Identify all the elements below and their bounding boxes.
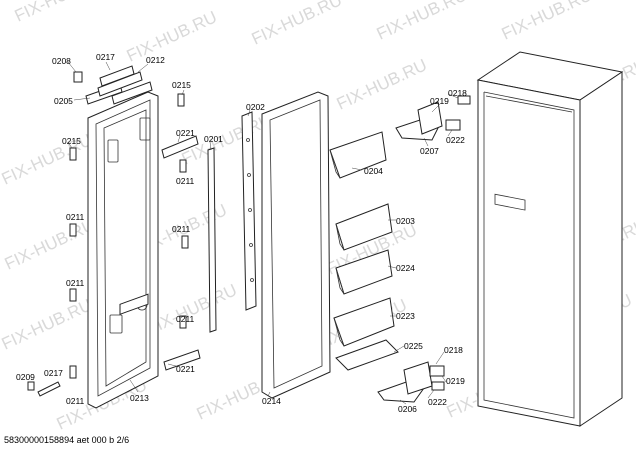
part-label-0221: 0221	[176, 128, 195, 138]
watermark: FIX-HUB.RU	[12, 0, 108, 26]
part-label-0205: 0205	[54, 96, 73, 106]
part-label-0215: 0215	[172, 80, 191, 90]
door-profile	[241, 111, 257, 311]
part-label-0222: 0222	[446, 135, 465, 145]
part-label-0212: 0212	[146, 55, 165, 65]
part-label-0214: 0214	[262, 396, 281, 406]
part-label-0211: 0211	[66, 278, 85, 288]
part-label-0224: 0224	[396, 263, 415, 273]
part-label-0219: 0219	[446, 376, 465, 386]
part-label-0211: 0211	[66, 396, 85, 406]
part-label-0206: 0206	[398, 404, 417, 414]
hinge-bottom	[377, 361, 445, 403]
part-label-0225: 0225	[404, 341, 423, 351]
watermark: FIX-HUB.RU	[499, 0, 595, 44]
part-label-0211: 0211	[176, 176, 195, 186]
drawing-reference-footer: 58300000158894 aet 000 b 2/6	[4, 435, 130, 445]
part-label-0211: 0211	[176, 314, 195, 324]
part-labels: 0208 0217 0212 0205 0215 0215 0221 0211 …	[16, 52, 467, 414]
leader-lines	[67, 61, 459, 405]
part-label-0202: 0202	[246, 102, 265, 112]
part-label-0218: 0218	[444, 345, 463, 355]
part-label-0222: 0222	[428, 397, 447, 407]
small-clips	[27, 93, 189, 397]
part-label-0217: 0217	[44, 368, 63, 378]
watermark: FIX-HUB.RU	[334, 55, 430, 113]
door-shelves	[329, 131, 399, 371]
watermark: FIX-HUB.RU	[249, 0, 345, 49]
part-label-0219: 0219	[430, 96, 449, 106]
part-label-0211: 0211	[66, 212, 85, 222]
part-label-0217: 0217	[96, 52, 115, 62]
watermark: FIX-HUB.RU	[124, 7, 220, 65]
part-label-0201: 0201	[204, 134, 223, 144]
part-label-0213: 0213	[130, 393, 149, 403]
part-label-0218: 0218	[448, 88, 467, 98]
part-label-0204: 0204	[364, 166, 383, 176]
watermark: FIX-HUB.RU	[374, 0, 470, 44]
door-liner	[87, 91, 159, 409]
part-label-0208: 0208	[52, 56, 71, 66]
part-label-0203: 0203	[396, 216, 415, 226]
part-label-0223: 0223	[396, 311, 415, 321]
part-label-0209: 0209	[16, 372, 35, 382]
door-strip	[207, 147, 217, 333]
part-label-0211: 0211	[172, 224, 191, 234]
part-label-0215: 0215	[62, 136, 81, 146]
door-gasket	[261, 91, 331, 399]
part-label-0221: 0221	[176, 364, 195, 374]
top-cover-parts	[73, 65, 153, 105]
watermark: FIX-HUB.RU	[0, 295, 95, 353]
fridge-cabinet	[476, 51, 624, 427]
watermark: FIX-HUB.RU	[2, 215, 98, 273]
part-label-0207: 0207	[420, 146, 439, 156]
hinge-top	[395, 95, 471, 141]
